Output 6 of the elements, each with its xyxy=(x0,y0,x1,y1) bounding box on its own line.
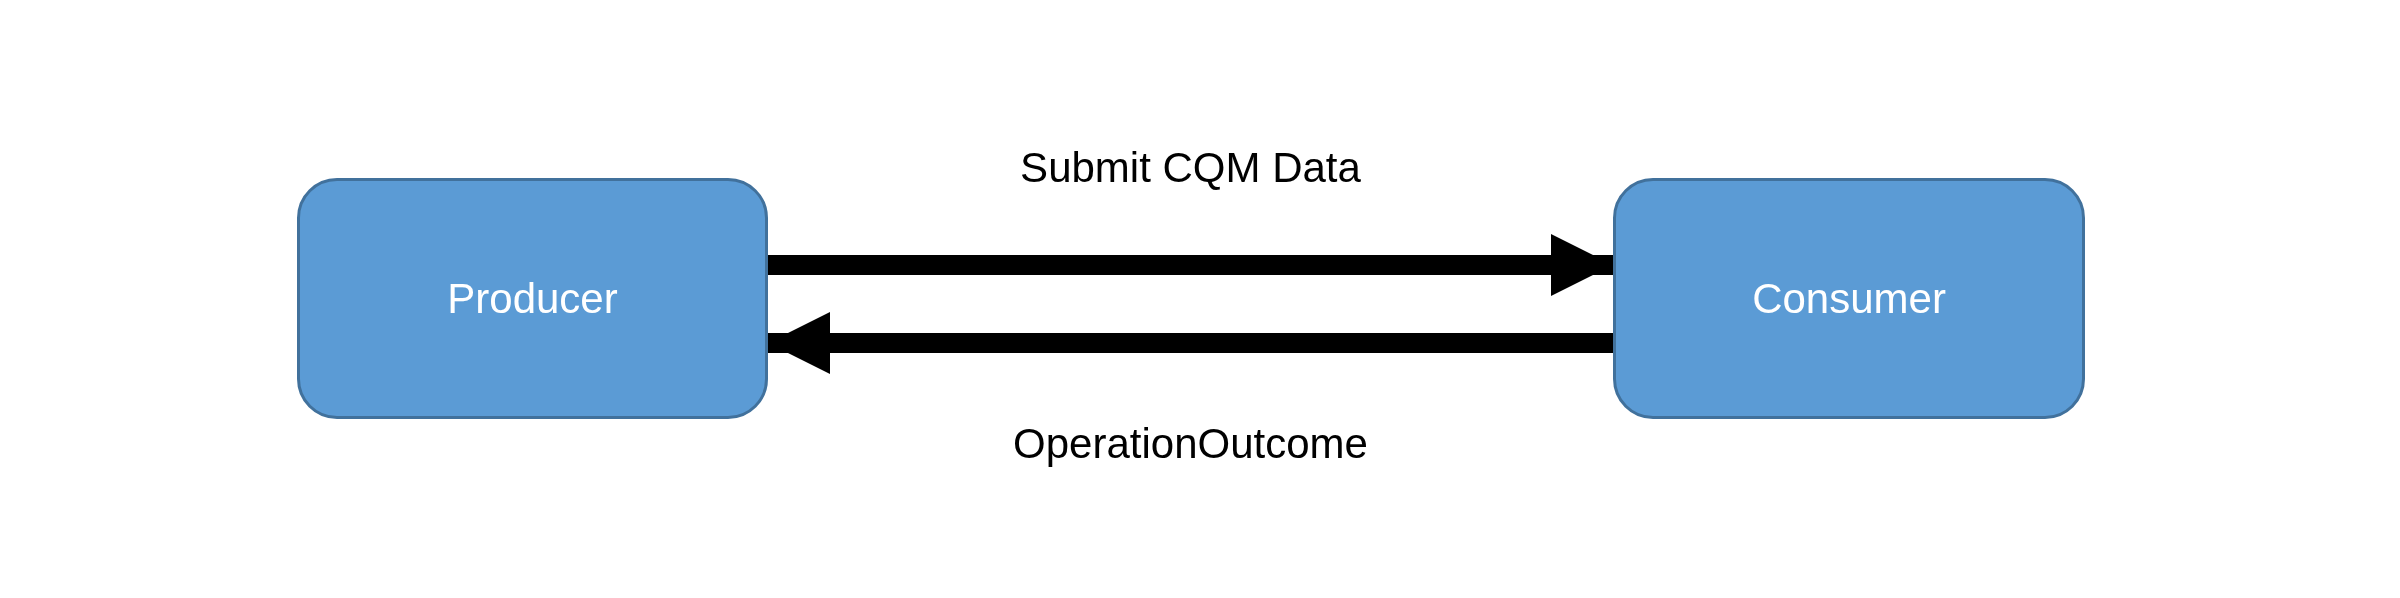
arrow xyxy=(768,312,1613,374)
node-label: Consumer xyxy=(1752,274,1946,323)
node-label: Producer xyxy=(447,274,618,323)
arrow xyxy=(768,234,1613,296)
process-box xyxy=(297,178,768,419)
process-box xyxy=(1613,178,2085,419)
